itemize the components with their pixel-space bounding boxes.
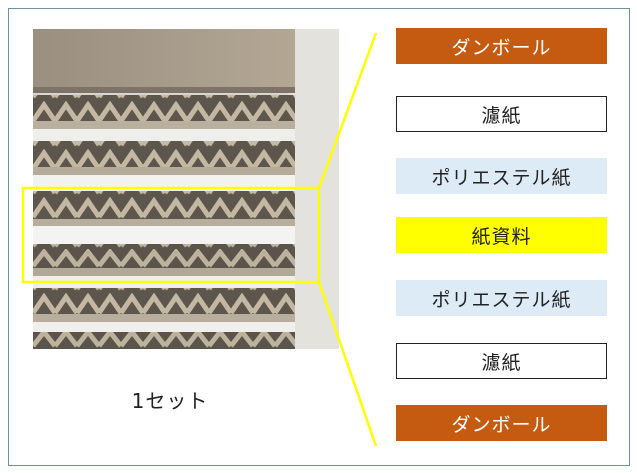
layer-label-2: 濾紙 (396, 96, 607, 132)
cardboard-stack-photo (33, 29, 339, 349)
highlight-box (21, 186, 321, 284)
layer-label-5: ポリエステル紙 (396, 280, 607, 316)
layer-label-7: ダンボール (396, 405, 607, 441)
layer-label-3: ポリエステル紙 (396, 158, 607, 194)
connector-line-top (317, 32, 378, 189)
set-caption: 1セット (131, 389, 209, 413)
layer-label-4: 紙資料 (396, 217, 607, 253)
layer-label-1: ダンボール (396, 28, 607, 64)
connector-line-bottom (317, 281, 378, 447)
layer-label-6: 濾紙 (396, 343, 607, 379)
